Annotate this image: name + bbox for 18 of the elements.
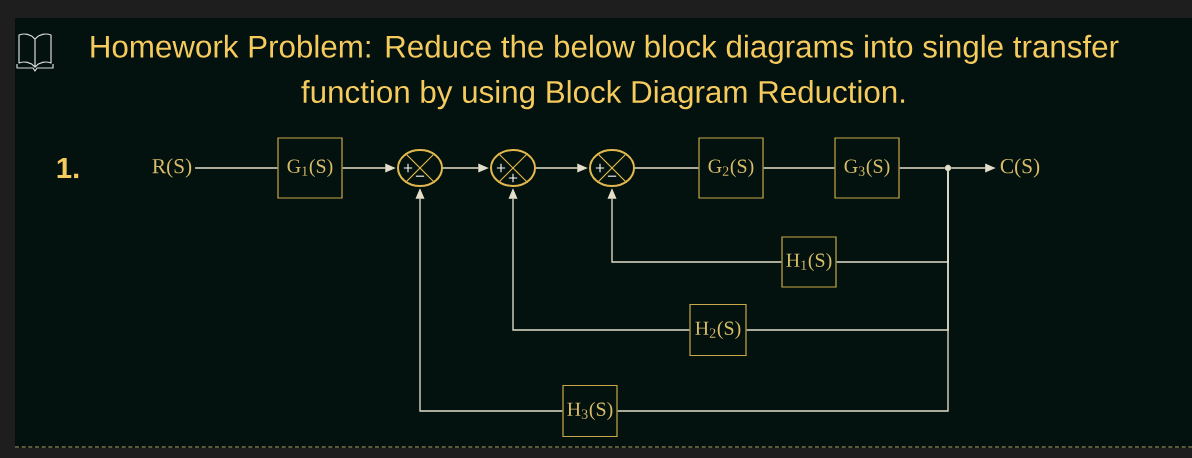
- problem-number: 1.: [57, 157, 79, 179]
- summing-junction: + +: [490, 149, 536, 187]
- title: Homework Problem: Reduce the below block diagrams into single transfer function by using Block Diagram Reduction.: [91, 34, 1119, 110]
- connector-line: [194, 167, 279, 169]
- connector-line: [898, 167, 946, 169]
- connector-line: [762, 167, 836, 169]
- transfer-function-block: G$_{1}$(S): [277, 137, 343, 199]
- connector-line: [616, 170, 949, 412]
- summing-junction: + −: [589, 149, 635, 187]
- transfer-function-block: H$_{1}$(S): [781, 236, 837, 288]
- signal-label: R(S): [152, 158, 192, 178]
- signal-label: C(S): [1000, 158, 1040, 178]
- transfer-function-block: H$_{2}$(S): [689, 303, 747, 357]
- transfer-function-block: H$_{3}$(S): [562, 384, 618, 438]
- transfer-function-block: G$_{3}$(S): [834, 137, 900, 199]
- transfer-function-block: G$_{2}$(S): [698, 137, 764, 199]
- connector-line: [634, 167, 700, 169]
- summing-junction: + −: [397, 149, 443, 187]
